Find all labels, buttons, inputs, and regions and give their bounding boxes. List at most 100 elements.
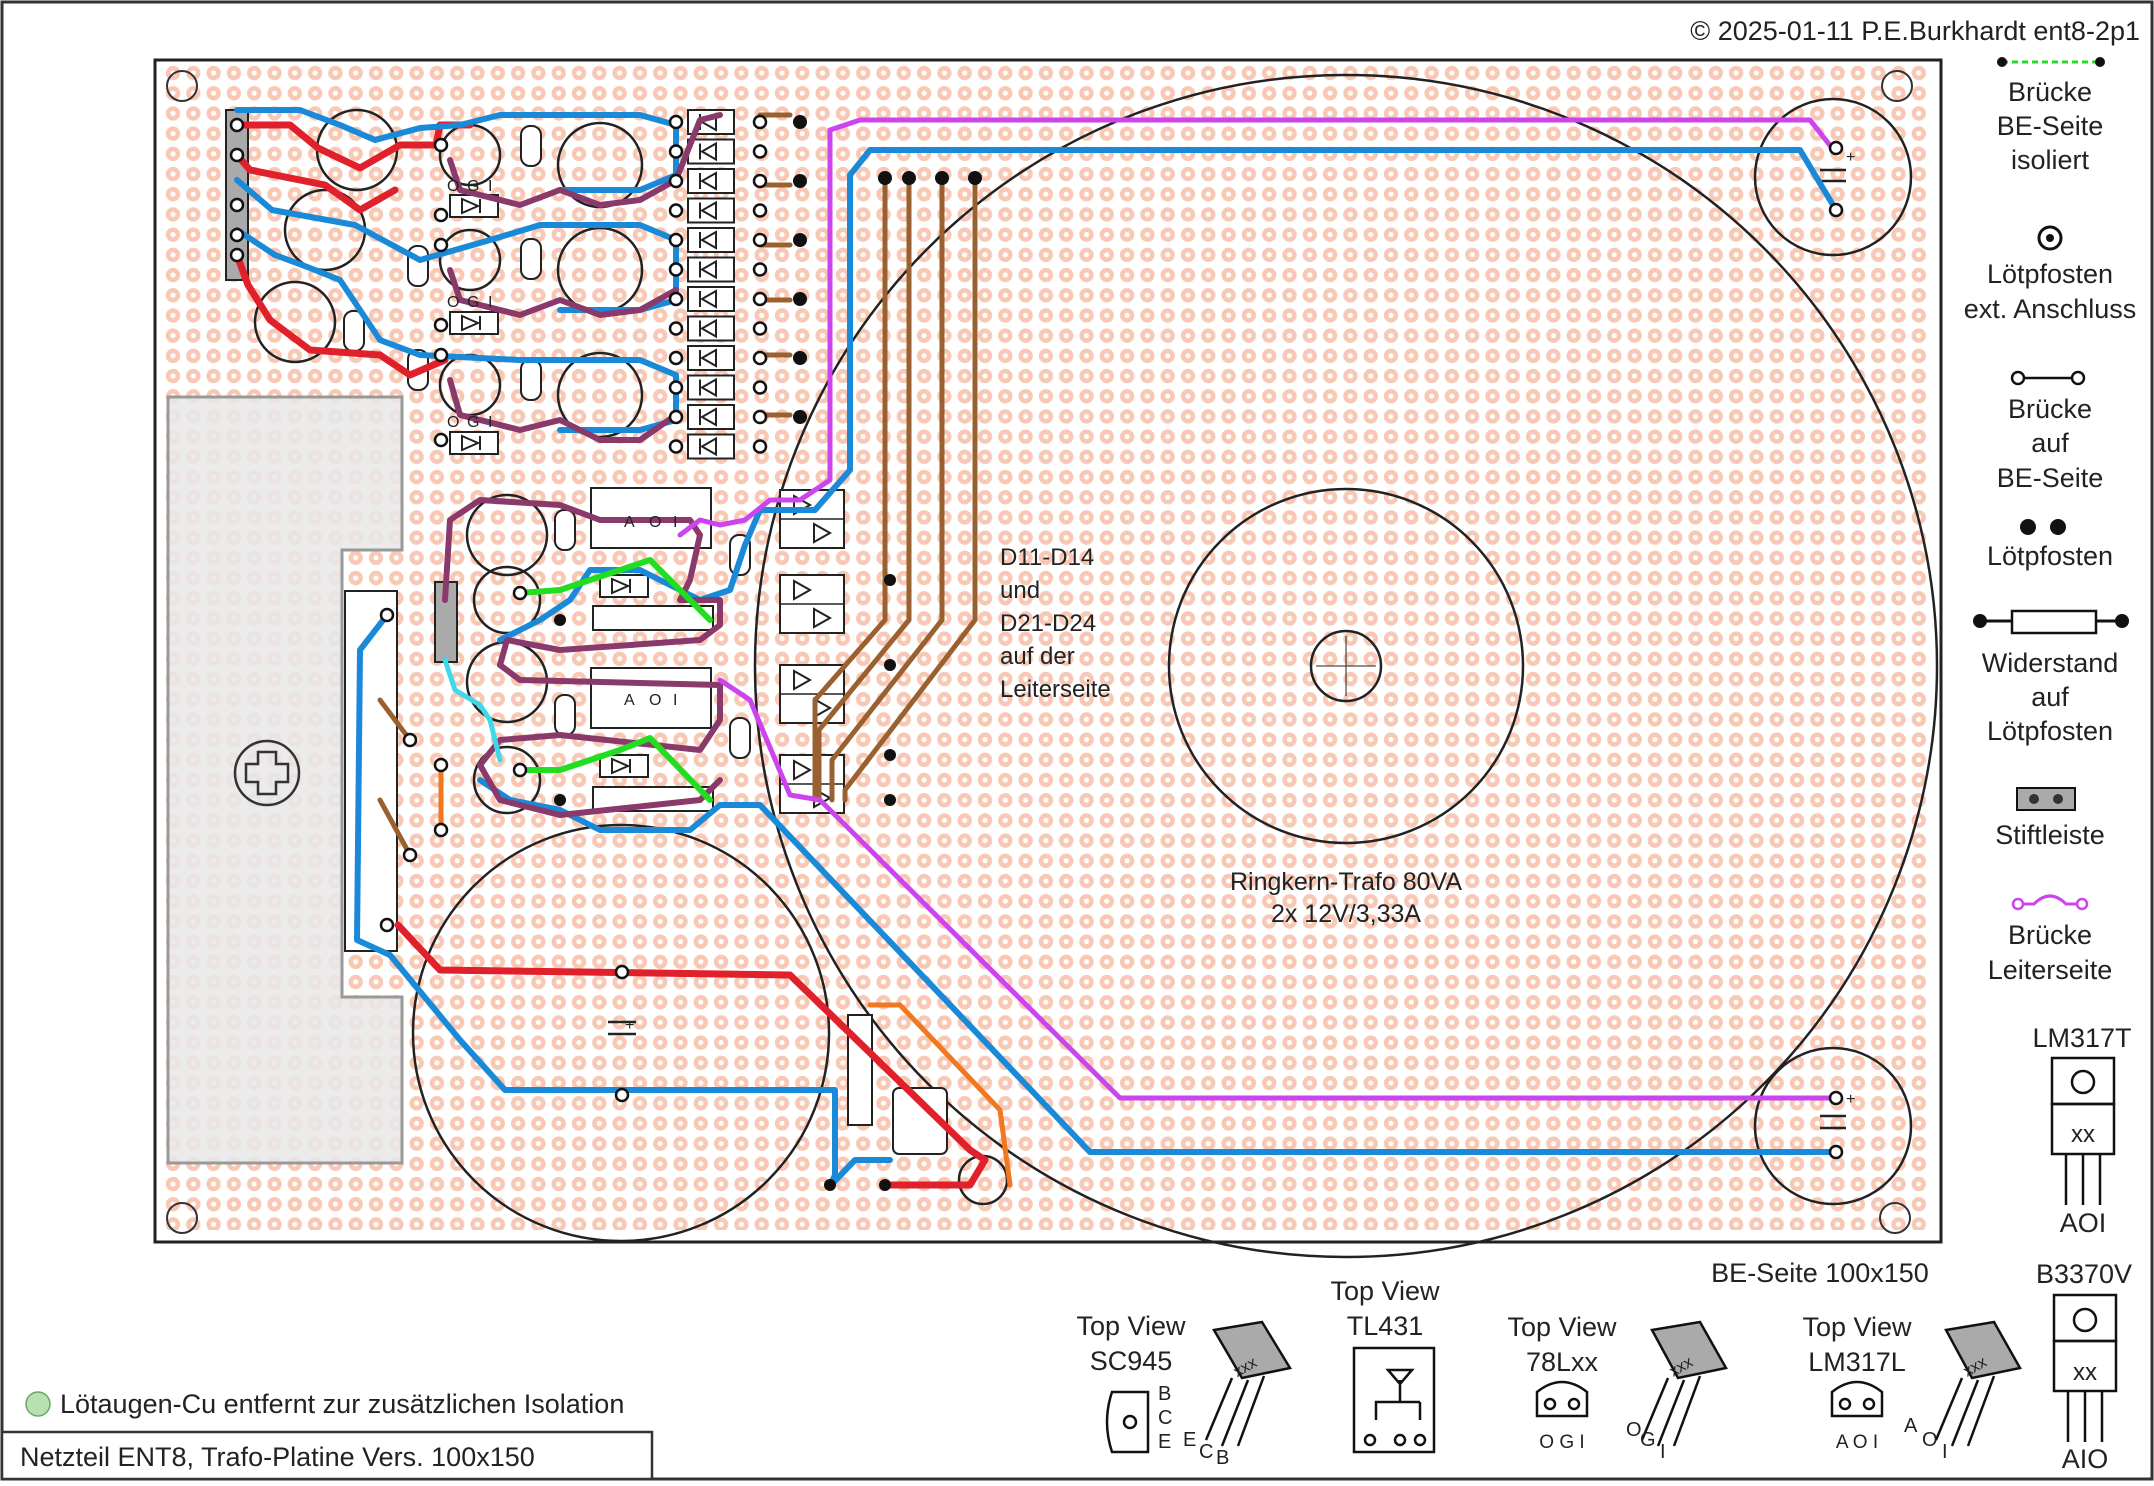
package-78lxx: Top View 78Lxx O G I xxx O G I bbox=[1507, 1312, 1728, 1463]
solder-post bbox=[554, 794, 566, 806]
legend-loetpfosten: Lötpfosten bbox=[1987, 519, 2113, 571]
diode bbox=[687, 168, 735, 194]
diode-annotation-4: auf der bbox=[1000, 643, 1075, 670]
svg-text:O: O bbox=[447, 178, 459, 195]
solder-post bbox=[793, 292, 807, 306]
board-title: Netzteil ENT8, Trafo-Platine Vers. 100x1… bbox=[20, 1442, 535, 1472]
svg-text:G: G bbox=[467, 178, 479, 195]
bridge-end bbox=[668, 291, 684, 307]
bridge-end bbox=[433, 822, 449, 838]
solder-post bbox=[884, 574, 896, 586]
trace-orange bbox=[867, 1002, 1013, 1188]
svg-text:Lötpfosten: Lötpfosten bbox=[1987, 716, 2113, 746]
svg-text:O: O bbox=[1626, 1419, 1642, 1441]
diode-symbol-icon bbox=[699, 171, 717, 191]
trace-red bbox=[233, 151, 399, 214]
diode bbox=[687, 433, 735, 460]
be-seite-label: BE-Seite 100x150 bbox=[1711, 1258, 1929, 1288]
bridge-end bbox=[433, 347, 449, 363]
signal-diode bbox=[599, 574, 649, 598]
bridge-end bbox=[752, 439, 768, 454]
svg-text:A: A bbox=[624, 692, 635, 709]
svg-text:A O I: A O I bbox=[1836, 1432, 1878, 1453]
diode bbox=[687, 404, 735, 430]
trace-brown bbox=[377, 797, 413, 858]
legend-bruecke-be-isoliert: Brücke BE-Seite isoliert bbox=[1997, 57, 2105, 175]
diode bbox=[687, 138, 735, 165]
trace-red bbox=[394, 921, 989, 1189]
bridge-end bbox=[668, 114, 684, 130]
svg-text:G: G bbox=[1640, 1429, 1656, 1451]
bridge-end bbox=[1828, 1090, 1844, 1106]
trace-magenta bbox=[717, 677, 1835, 1101]
legend-loetpfosten-ext: Lötpfosten ext. Anschluss bbox=[1964, 225, 2136, 324]
solder-post bbox=[793, 115, 807, 129]
trace-plum bbox=[447, 112, 723, 208]
bridge-end bbox=[433, 207, 449, 223]
svg-text:O G I: O G I bbox=[1539, 1432, 1584, 1453]
solder-post bbox=[554, 614, 566, 626]
legend-stiftleiste: Stiftleiste bbox=[1995, 787, 2105, 850]
svg-text:Top View: Top View bbox=[1330, 1276, 1440, 1306]
svg-text:+: + bbox=[625, 1017, 634, 1034]
toroid-transformer bbox=[753, 73, 1939, 1259]
svg-text:O: O bbox=[649, 514, 661, 531]
legend-bruecke-leiterseite: Brücke Leiterseite bbox=[1988, 894, 2113, 985]
package-b3370v: B3370V xx AIO bbox=[2036, 1259, 2132, 1474]
bridge-end bbox=[752, 350, 768, 366]
traces bbox=[233, 107, 1839, 1189]
package-lm317l: Top View LM317L A O I xxx A O I bbox=[1802, 1312, 2022, 1463]
bridge-end bbox=[668, 262, 684, 277]
legend-widerstand: Widerstand auf Lötpfosten bbox=[1973, 609, 2129, 746]
solder-post bbox=[884, 794, 896, 806]
lm317l-3d-icon: xxx A O I bbox=[1904, 1320, 2022, 1463]
diode bbox=[687, 315, 735, 342]
svg-text:AOI: AOI bbox=[2060, 1208, 2107, 1238]
svg-text:+: + bbox=[1846, 1091, 1855, 1108]
bridge-end bbox=[668, 321, 684, 336]
bridge-end bbox=[1828, 202, 1844, 218]
svg-text:G: G bbox=[467, 294, 479, 311]
bridge-end bbox=[229, 247, 245, 263]
trace-plum bbox=[477, 662, 723, 818]
svg-text:Brücke: Brücke bbox=[2008, 920, 2092, 950]
bridge-end bbox=[402, 732, 418, 748]
trace-blue bbox=[354, 612, 893, 1189]
svg-text:I: I bbox=[488, 178, 492, 195]
svg-text:C: C bbox=[1199, 1441, 1213, 1463]
signal-diode bbox=[449, 431, 499, 455]
board: + + + bbox=[153, 58, 1943, 1259]
svg-text:B: B bbox=[1216, 1447, 1229, 1469]
bridge-end bbox=[1828, 1144, 1844, 1160]
svg-text:LM317T: LM317T bbox=[2032, 1023, 2131, 1053]
78lxx-3d-icon: xxx O G I bbox=[1626, 1320, 1728, 1463]
svg-text:AIO: AIO bbox=[2062, 1444, 2109, 1474]
mounting-holes bbox=[166, 70, 1913, 1234]
svg-text:BE-Seite: BE-Seite bbox=[1997, 463, 2104, 493]
solder-post bbox=[793, 410, 807, 424]
svg-text:I: I bbox=[673, 514, 677, 531]
svg-text:I: I bbox=[673, 692, 677, 709]
svg-text:B: B bbox=[1158, 1383, 1171, 1405]
diode bbox=[687, 227, 735, 253]
svg-text:Lötpfosten: Lötpfosten bbox=[1987, 541, 2113, 571]
trace-brown bbox=[812, 182, 888, 803]
diode-annotation-2: und bbox=[1000, 577, 1040, 604]
svg-text:Lötpfosten: Lötpfosten bbox=[1987, 259, 2113, 289]
capacitor-top-right: + bbox=[1753, 97, 1913, 257]
svg-text:Stiftleiste: Stiftleiste bbox=[1995, 820, 2105, 850]
trace-blue bbox=[477, 777, 1839, 1155]
svg-text:xx: xx bbox=[2073, 1359, 2097, 1386]
bridge-end bbox=[752, 291, 768, 307]
solder-post bbox=[884, 749, 896, 761]
capacitor-bottom-right: + bbox=[1753, 1046, 1913, 1206]
svg-text:Leiterseite: Leiterseite bbox=[1988, 955, 2113, 985]
svg-text:A: A bbox=[1904, 1415, 1918, 1437]
bridge-end bbox=[379, 917, 395, 933]
solder-post bbox=[968, 171, 982, 185]
diode-array bbox=[449, 109, 845, 814]
diode bbox=[687, 197, 735, 224]
solder-post bbox=[793, 174, 807, 188]
bridge-end bbox=[433, 757, 449, 773]
diode-annotation-1: D11-D14 bbox=[1000, 544, 1094, 571]
